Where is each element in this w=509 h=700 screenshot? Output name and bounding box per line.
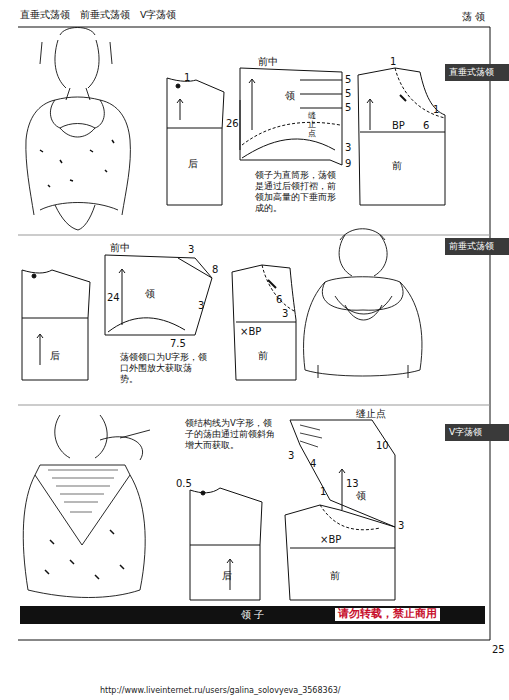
dimension: 3: [288, 450, 294, 462]
point-label: BP: [392, 120, 405, 132]
piece-name: 后: [188, 158, 198, 170]
dimension: 0.5: [176, 478, 192, 490]
dimension: 3: [198, 300, 204, 312]
piece-name: 领: [356, 490, 366, 502]
piece-name: 领: [145, 288, 155, 300]
callout-number: 1: [390, 56, 396, 68]
dimension: 3: [282, 308, 288, 320]
dimension: 13: [346, 478, 359, 490]
dimension: 10: [376, 440, 389, 452]
node-text: 领 子: [241, 609, 264, 620]
section-tab: V字荡领: [445, 424, 509, 441]
point-label: ×BP: [320, 534, 341, 546]
piece-name: 前: [330, 570, 340, 582]
piece-name: 后: [50, 350, 60, 362]
dimension: 9: [345, 158, 351, 170]
note: 领结构线为V字形，领子的荡由通过前领斜角增大而获取。: [185, 418, 277, 451]
piece-name: 后: [222, 570, 232, 582]
dimension: 5: [345, 102, 351, 114]
dimension: 6: [423, 120, 429, 132]
section-tab: 前垂式荡领: [445, 238, 509, 255]
dimension: 4: [310, 458, 316, 470]
dimension: 6: [276, 294, 282, 306]
page-number: 25: [492, 644, 505, 656]
callout-number: 1: [433, 104, 439, 116]
piece-name: 领: [285, 90, 295, 102]
node-text: 前垂式荡领: [449, 241, 494, 251]
note: 荡领领口为U字形，领口外围放大获取荡势。: [120, 352, 208, 385]
piece-note: 前中: [258, 56, 278, 68]
point-label: 缝止点: [308, 112, 316, 138]
dimension: 24: [107, 292, 120, 304]
page-header: 直垂式荡领 前垂式荡领 V字荡领: [20, 10, 177, 21]
watermark-url: http://www.liveinternet.ru/users/galina_…: [100, 686, 341, 695]
node-text: V字荡领: [449, 427, 482, 437]
point-label: ×BP: [240, 326, 261, 338]
watermark: 请勿转载，禁止商用: [335, 608, 440, 621]
running-head: 荡 领: [462, 11, 485, 23]
dimension: 3: [188, 244, 194, 256]
callout-number: 1: [184, 72, 190, 84]
piece-name: 前: [392, 160, 402, 172]
point-label: 缝止点: [356, 408, 386, 420]
piece-name: 前: [258, 350, 268, 362]
callout-number: 1: [320, 486, 326, 498]
note: 领子为直筒形，荡领是通过后领打褶，前领加高量的下垂而形成的。: [255, 170, 340, 214]
piece-note: 前中: [110, 242, 130, 254]
node-text: 直垂式荡领: [449, 67, 494, 77]
section-tab: 直垂式荡领: [445, 64, 509, 81]
dimension: 3: [398, 520, 404, 532]
dimension: 26: [226, 118, 239, 130]
dimension: 5: [345, 88, 351, 100]
dimension: 3: [345, 142, 351, 154]
dimension: 8: [212, 264, 218, 276]
dimension: 5: [345, 74, 351, 86]
dimension: 7.5: [170, 338, 186, 350]
